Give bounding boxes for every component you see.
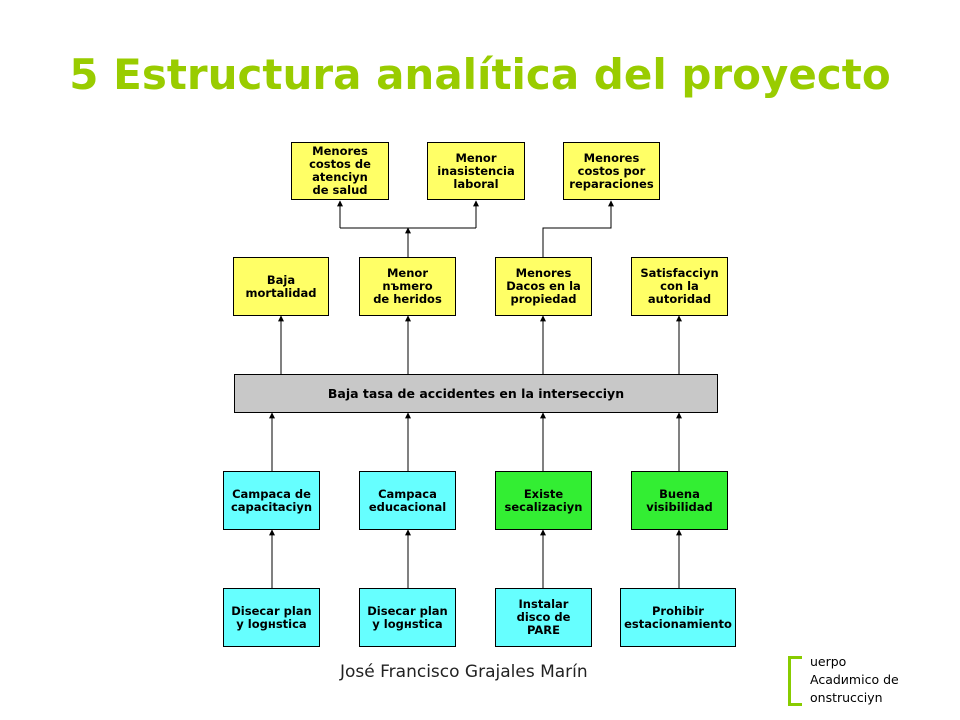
purpose-baja-tasa-accidentes: Baja tasa de accidentes en la intersecci… — [234, 374, 718, 413]
fin-inasistencia-laboral: Menor inasistencia laboral — [427, 142, 525, 200]
arrow-danos-to-reparaciones — [542, 200, 614, 257]
page-title: 5 Estructura analítica del proyecto — [69, 50, 891, 99]
fin-costos-reparaciones: Menores costos por reparaciones — [563, 142, 660, 200]
component-campana-educacional: Campaca educacional — [359, 471, 456, 530]
end-baja-mortalidad: Baja mortalidad — [233, 257, 329, 316]
component-buena-visibilidad: Buena visibilidad — [631, 471, 728, 530]
activity-instalar-disco-pare: Instalar disco de PARE — [495, 588, 592, 647]
logo-bracket-icon — [788, 656, 802, 706]
end-satisfaccion-autoridad: Satisfacciyn con la autoridad — [631, 257, 728, 316]
end-menor-heridos: Menor nъmero de heridos — [359, 257, 456, 316]
activity-prohibir-estacionamiento: Prohibir estacionamiento — [620, 588, 736, 647]
activity-disenar-plan-2: Disecar plan y logнstica — [359, 588, 456, 647]
fin-costos-atencion: Menores costos de atenciyn de salud — [291, 142, 389, 200]
logo-line-3: onstrucciyn — [810, 690, 883, 705]
author-footer: José Francisco Grajales Marín — [340, 662, 588, 682]
component-campana-capacitacion: Campaca de capacitaciyn — [223, 471, 320, 530]
logo-line-2: Acadиmico de — [810, 672, 899, 687]
activity-disenar-plan-1: Disecar plan y logнstica — [223, 588, 320, 647]
end-menores-danos: Menores Dacos en la propiedad — [495, 257, 592, 316]
cuerpo-academico-logo: uerpo Acadиmico de onstrucciyn — [788, 654, 908, 710]
component-existe-senalizacion: Existe secalizaciyn — [495, 471, 592, 530]
logo-line-1: uerpo — [810, 654, 847, 669]
